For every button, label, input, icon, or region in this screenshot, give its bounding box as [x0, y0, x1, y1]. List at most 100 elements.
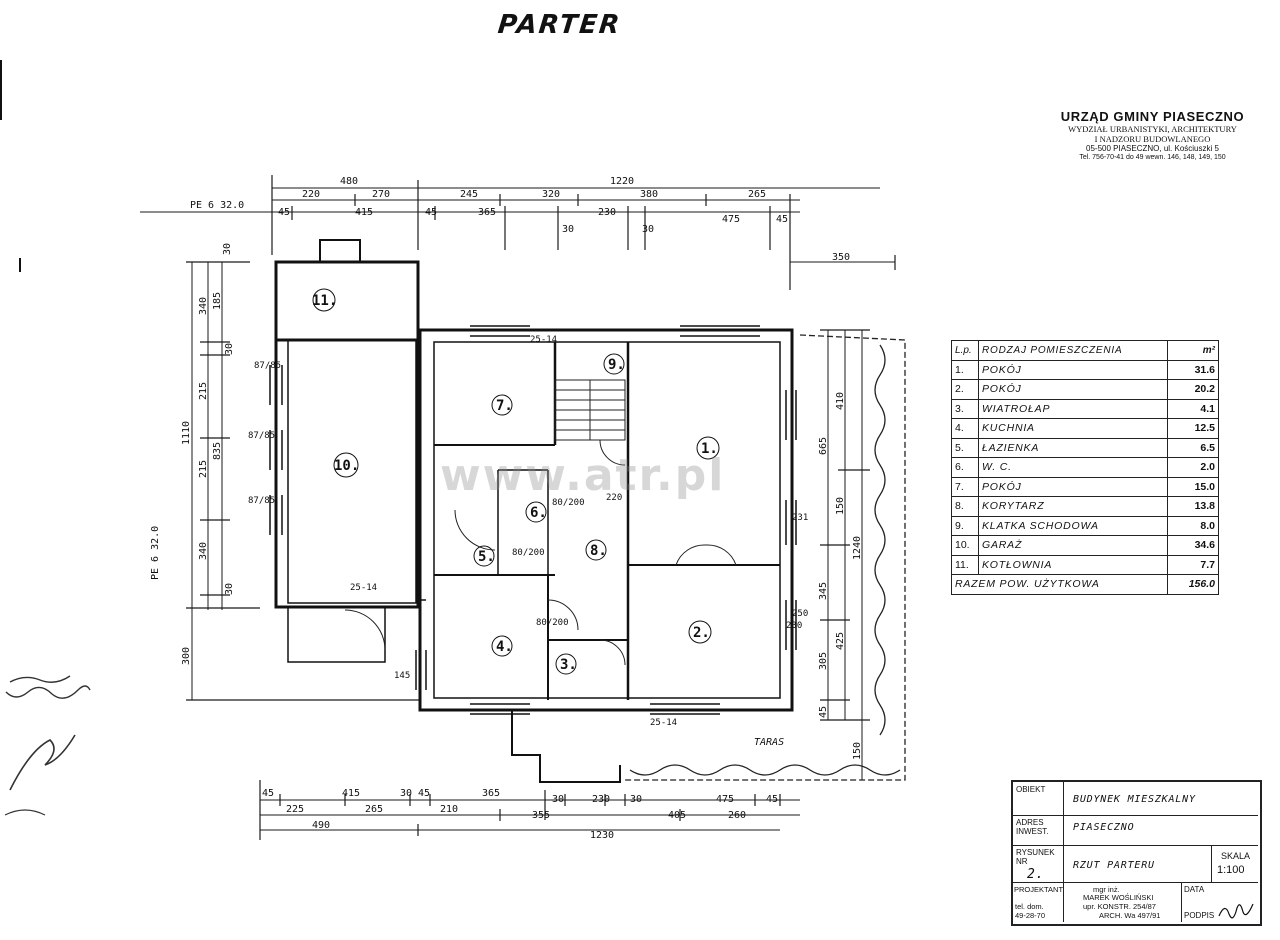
row-name: KUCHNIA — [978, 418, 1168, 439]
dim-top-45a: 45 — [278, 207, 290, 218]
room-number-2: 2. — [693, 625, 710, 641]
header-lp: L.p. — [951, 340, 979, 361]
row-area: 6.5 — [1167, 437, 1219, 458]
room-number-1: 1. — [701, 441, 718, 457]
projektant-line-3: upr. KONSTR. 254/87 — [1083, 902, 1156, 911]
dim-top-1220: 1220 — [610, 176, 634, 187]
dim-left-300: 300 — [181, 647, 192, 665]
dim-right-150: 150 — [835, 497, 846, 515]
dim-right-665: 665 — [818, 437, 829, 455]
dim-bot-355: 355 — [532, 810, 550, 821]
watermark: www.atr.pl — [440, 450, 726, 501]
obiekt-label: OBIEKT — [1016, 785, 1046, 794]
row-lp: 3. — [951, 398, 979, 419]
tel-label: tel. dom. — [1015, 902, 1044, 911]
annot-25-14-bottom: 25-14 — [650, 718, 677, 728]
dim-top-220: 220 — [302, 189, 320, 200]
dim-bot-30c: 30 — [630, 794, 642, 805]
annot-145: 145 — [394, 671, 410, 681]
dim-top-245: 245 — [460, 189, 478, 200]
annot-220: 220 — [606, 493, 622, 503]
title-block-label-column — [1013, 782, 1064, 922]
row-name: KLATKA SCHODOWA — [978, 515, 1168, 536]
row-name: KOTŁOWNIA — [978, 554, 1168, 575]
annot-87-85-a: 87/85 — [254, 361, 281, 371]
signature-mark — [1218, 903, 1254, 919]
header-area: m² — [1167, 340, 1219, 361]
dim-bot-30b: 30 — [552, 794, 564, 805]
dim-bot-210: 210 — [440, 804, 458, 815]
row-lp: 4. — [951, 418, 979, 439]
dim-bot-415: 415 — [342, 788, 360, 799]
dim-right-45: 45 — [818, 706, 829, 718]
row-area: 12.5 — [1167, 418, 1219, 439]
row-area: 15.0 — [1167, 476, 1219, 497]
row-lp: 6. — [951, 457, 979, 478]
dim-bot-475: 475 — [716, 794, 734, 805]
dim-left-340b: 340 — [198, 542, 209, 560]
dim-bot-1230: 1230 — [590, 830, 614, 841]
dim-right-410: 410 — [835, 392, 846, 410]
row-lp: 2. — [951, 379, 979, 400]
row-lp: 7. — [951, 476, 979, 497]
dim-top-350: 350 — [832, 252, 850, 263]
header-name: RODZAJ POMIESZCZENIA — [978, 340, 1168, 361]
rysunek-label: RYSUNEK NR — [1016, 848, 1055, 866]
terrace-label: TARAS — [754, 737, 784, 748]
dim-left-30a: 30 — [222, 243, 233, 255]
row-name: ŁAZIENKA — [978, 437, 1168, 458]
dim-right-305: 305 — [818, 652, 829, 670]
level-mark-side: PE 6 32.0 — [150, 526, 161, 580]
stamp-line-1: URZĄD GMINY PIASECZNO — [1060, 109, 1245, 124]
dim-top-30b: 30 — [642, 224, 654, 235]
row-name: POKÓJ — [978, 359, 1168, 380]
room-number-9: 9. — [608, 357, 625, 373]
title-block-divider — [1013, 845, 1258, 846]
annot-231: 231 — [792, 513, 808, 523]
row-lp: 11. — [951, 554, 979, 575]
row-area: 7.7 — [1167, 554, 1219, 575]
dim-right-150b: 150 — [852, 742, 863, 760]
dim-top-230: 230 — [598, 207, 616, 218]
adres-value: PIASECZNO — [1073, 822, 1135, 833]
title-block-divider — [1013, 882, 1258, 883]
dim-bot-260: 260 — [728, 810, 746, 821]
room-number-8: 8. — [590, 543, 607, 559]
room-number-7: 7. — [496, 398, 513, 414]
annot-230: 230 — [786, 621, 802, 631]
dim-top-270: 270 — [372, 189, 390, 200]
dim-left-340a: 340 — [198, 297, 209, 315]
projektant-line-1: mgr inż. — [1093, 885, 1120, 894]
adres-label: ADRES INWEST. — [1016, 818, 1049, 836]
row-area: 4.1 — [1167, 398, 1219, 419]
room-number-4: 4. — [496, 639, 513, 655]
row-area: 34.6 — [1167, 535, 1219, 556]
row-name: KORYTARZ — [978, 496, 1168, 517]
dim-bot-45b: 45 — [418, 788, 430, 799]
row-area: 2.0 — [1167, 457, 1219, 478]
annot-80-200-b: 80/200 — [512, 548, 545, 558]
row-name: POKÓJ — [978, 379, 1168, 400]
room-number-11: 11. — [312, 293, 337, 309]
stamp-line-2: WYDZIAŁ URBANISTYKI, ARCHITEKTURY — [1068, 123, 1237, 134]
total-label: RAZEM POW. UŻYTKOWA — [951, 574, 1168, 595]
tel-value: 49-28-70 — [1015, 911, 1046, 920]
dim-bot-45a: 45 — [262, 788, 274, 799]
table-row: 6.W. C.2.0 — [951, 457, 1219, 478]
obiekt-value: BUDYNEK MIESZKALNY — [1073, 794, 1196, 805]
dim-left-185: 185 — [212, 292, 223, 310]
dim-top-45c: 45 — [776, 214, 788, 225]
dim-left-215a: 215 — [198, 382, 209, 400]
annot-25-14-top: 25-14 — [530, 335, 557, 345]
annot-80-200-a: 80/200 — [552, 498, 585, 508]
